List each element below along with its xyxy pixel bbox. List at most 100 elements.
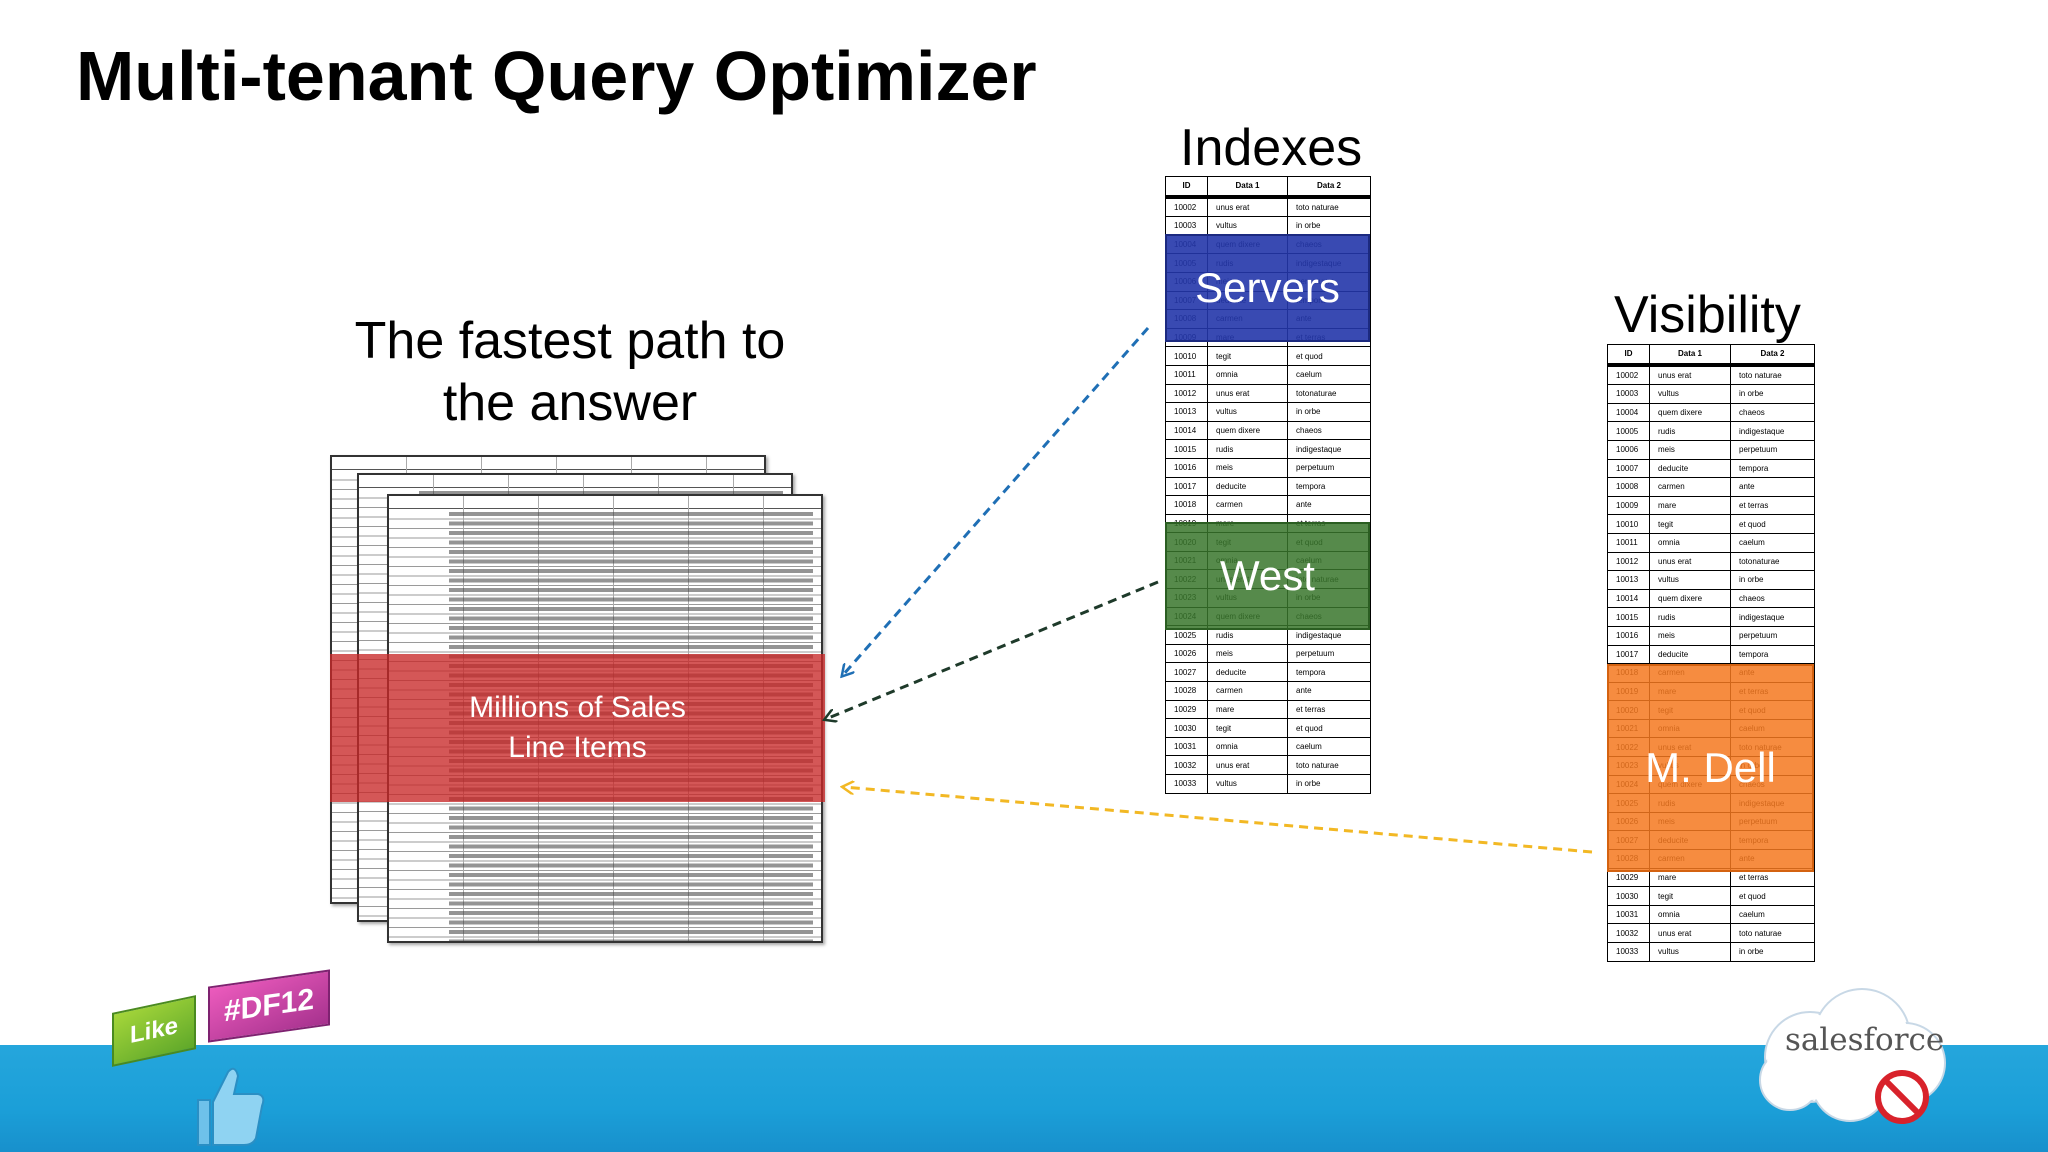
table-cell: totonaturae	[1287, 383, 1371, 404]
table-cell: unus erat	[1649, 551, 1731, 572]
table-cell: tempora	[1730, 644, 1815, 665]
table-cell: vultus	[1207, 402, 1288, 422]
footer-bar	[0, 1045, 2048, 1152]
table-cell: in orbe	[1287, 402, 1371, 422]
table-cell: 10010	[1607, 514, 1650, 534]
table-cell: toto naturae	[1287, 755, 1371, 775]
sales-band-line-2: Line Items	[508, 731, 647, 764]
table-cell: 10017	[1165, 476, 1208, 497]
table-cell: tegit	[1207, 718, 1288, 738]
table-cell: 10015	[1165, 439, 1208, 459]
table-cell: tegit	[1649, 514, 1731, 534]
table-cell: deducite	[1207, 476, 1288, 497]
table-cell: 10033	[1607, 942, 1650, 962]
table-cell: 10018	[1165, 495, 1208, 515]
table-cell: 10028	[1165, 681, 1208, 701]
west-index-highlight: West	[1165, 522, 1370, 630]
table-cell: chaeos	[1287, 420, 1371, 441]
table-cell: unus erat	[1207, 755, 1288, 775]
table-cell: perpetuum	[1287, 643, 1371, 664]
table-cell: omnia	[1207, 364, 1288, 385]
table-cell: tempora	[1730, 458, 1815, 479]
caption-line-1: The fastest path to	[354, 312, 786, 370]
table-cell: 10029	[1165, 699, 1208, 720]
table-cell: tegit	[1207, 346, 1288, 366]
table-cell: 10002	[1165, 196, 1208, 218]
table-cell: meis	[1649, 439, 1731, 460]
table-cell: 10031	[1165, 736, 1208, 757]
west-arrow	[826, 580, 1159, 719]
sales-line-items-band: Millions of Sales Line Items	[330, 654, 825, 802]
table-cell: tegit	[1649, 886, 1731, 906]
table-cell: 10003	[1607, 384, 1650, 404]
table-cell: 10003	[1165, 216, 1208, 236]
table-cell: et quod	[1730, 886, 1815, 906]
table-cell: 10006	[1607, 439, 1650, 460]
table-cell: carmen	[1207, 495, 1288, 515]
df12-hashtag-badge: #DF12	[208, 969, 330, 1043]
table-cell: toto naturae	[1730, 923, 1815, 943]
table-cell: 10011	[1607, 532, 1650, 553]
table-cell: caelum	[1730, 904, 1815, 925]
table-cell: quem dixere	[1649, 402, 1731, 423]
table-cell: 10015	[1607, 607, 1650, 627]
table-cell: 10031	[1607, 904, 1650, 925]
table-cell: 10014	[1607, 588, 1650, 609]
table-cell: 10030	[1607, 886, 1650, 906]
table-cell: 10009	[1607, 495, 1650, 516]
column-header: Data 1	[1649, 343, 1731, 367]
table-cell: 10032	[1165, 755, 1208, 775]
table-cell: rudis	[1207, 439, 1288, 459]
table-cell: mare	[1649, 495, 1731, 516]
table-cell: deducite	[1649, 644, 1731, 665]
table-cell: 10014	[1165, 420, 1208, 441]
table-cell: omnia	[1649, 532, 1731, 553]
table-cell: 10004	[1607, 402, 1650, 423]
servers-arrow	[843, 327, 1150, 675]
table-cell: unus erat	[1649, 923, 1731, 943]
table-cell: caelum	[1287, 736, 1371, 757]
table-cell: 10016	[1607, 625, 1650, 646]
table-cell: 10005	[1607, 421, 1650, 441]
table-cell: 10013	[1165, 402, 1208, 422]
table-cell: omnia	[1207, 736, 1288, 757]
sales-band-line-1: Millions of Sales	[469, 691, 686, 724]
column-header: ID	[1165, 175, 1208, 199]
table-cell: meis	[1207, 457, 1288, 478]
table-cell: et terras	[1730, 495, 1815, 516]
table-cell: et terras	[1287, 699, 1371, 720]
table-cell: 10011	[1165, 364, 1208, 385]
table-cell: perpetuum	[1730, 625, 1815, 646]
table-cell: indigestaque	[1730, 607, 1815, 627]
table-cell: 10013	[1607, 570, 1650, 590]
table-cell: in orbe	[1287, 216, 1371, 236]
table-cell: 10017	[1607, 644, 1650, 665]
table-cell: 10007	[1607, 458, 1650, 479]
table-cell: 10002	[1607, 364, 1650, 386]
table-cell: 10012	[1165, 383, 1208, 404]
table-cell: indigestaque	[1287, 439, 1371, 459]
column-header: Data 2	[1287, 175, 1371, 199]
column-header: Data 1	[1207, 175, 1288, 199]
table-cell: 10032	[1607, 923, 1650, 943]
table-cell: vultus	[1649, 570, 1731, 590]
table-cell: quem dixere	[1649, 588, 1731, 609]
